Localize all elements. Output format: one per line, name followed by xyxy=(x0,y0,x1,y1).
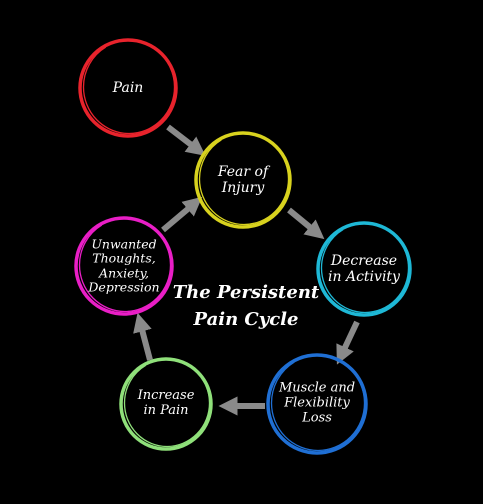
node-circle-muscle-flexibility-loss xyxy=(266,353,368,455)
node-label-muscle-flexibility-loss: Muscle and Flexibility Loss xyxy=(278,380,356,426)
node-ring-accent-increase-in-pain xyxy=(123,358,211,448)
diagram-title: The Persistent Pain Cycle xyxy=(172,282,320,330)
node-ring-accent-unwanted-thoughts xyxy=(78,217,172,313)
node-label-increase-in-pain: Increase in Pain xyxy=(137,388,195,418)
node-circle-decrease-in-activity xyxy=(316,221,412,317)
cycle-arrow-5 xyxy=(133,312,153,361)
cycle-arrow-1 xyxy=(166,124,206,156)
arrows-layer xyxy=(133,124,360,416)
cycle-arrow-2 xyxy=(287,207,325,240)
node-circle-increase-in-pain xyxy=(119,357,213,451)
node-ring-accent-decrease-in-activity xyxy=(320,222,410,314)
node-circle-pain xyxy=(78,38,178,138)
node-circle-fear-of-injury xyxy=(194,131,292,229)
node-label-fear-of-injury: Fear of Injury xyxy=(217,163,269,196)
node-circle-unwanted-thoughts xyxy=(74,216,174,316)
node-ring-accent-fear-of-injury xyxy=(198,132,290,226)
cycle-arrow-6 xyxy=(161,196,203,233)
cycle-arrow-3 xyxy=(336,320,360,365)
node-label-decrease-in-activity: Decrease in Activity xyxy=(328,252,400,285)
node-label-unwanted-thoughts: Unwanted Thoughts, Anxiety, Depression xyxy=(88,236,160,295)
circles-layer xyxy=(74,38,412,455)
node-ring-accent-muscle-flexibility-loss xyxy=(270,354,366,452)
node-ring-accent-pain xyxy=(82,39,176,135)
node-label-pain: Pain xyxy=(112,79,144,96)
